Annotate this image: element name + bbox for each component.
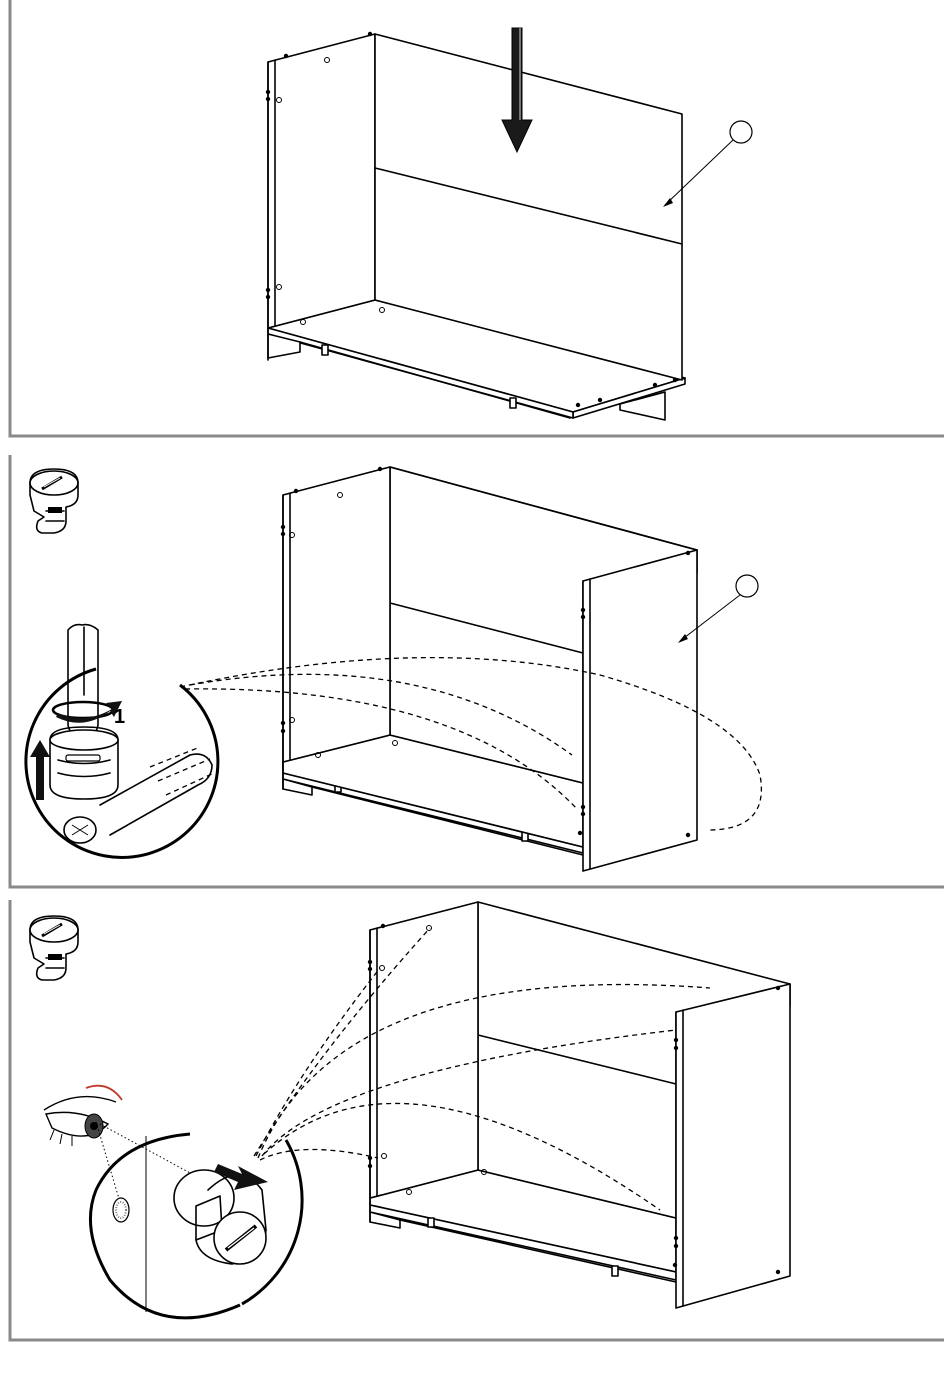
cam-lock-detail: 1 bbox=[26, 625, 218, 858]
step-1-panel bbox=[0, 0, 950, 440]
step-3-illustration bbox=[0, 900, 950, 1343]
left-side-panel bbox=[283, 467, 390, 762]
left-side-panel bbox=[370, 902, 478, 1198]
left-side-panel bbox=[268, 34, 375, 328]
cam-lock-icon bbox=[30, 916, 78, 980]
cabinet-carcass bbox=[368, 902, 790, 1308]
step-2-panel: 1 bbox=[0, 455, 950, 890]
eye-icon bbox=[44, 1086, 122, 1146]
step-2-illustration: 1 bbox=[0, 455, 950, 890]
right-side-panel bbox=[676, 984, 790, 1308]
right-side-panel bbox=[583, 550, 697, 871]
cam-lock-icon bbox=[30, 469, 78, 533]
cam-lock-detail bbox=[90, 1122, 302, 1318]
cabinet-carcass bbox=[266, 32, 685, 420]
step-1-illustration bbox=[0, 0, 950, 440]
cabinet-carcass bbox=[281, 467, 697, 871]
step-3-panel bbox=[0, 900, 950, 1343]
rotation-step-number: 1 bbox=[114, 706, 125, 728]
